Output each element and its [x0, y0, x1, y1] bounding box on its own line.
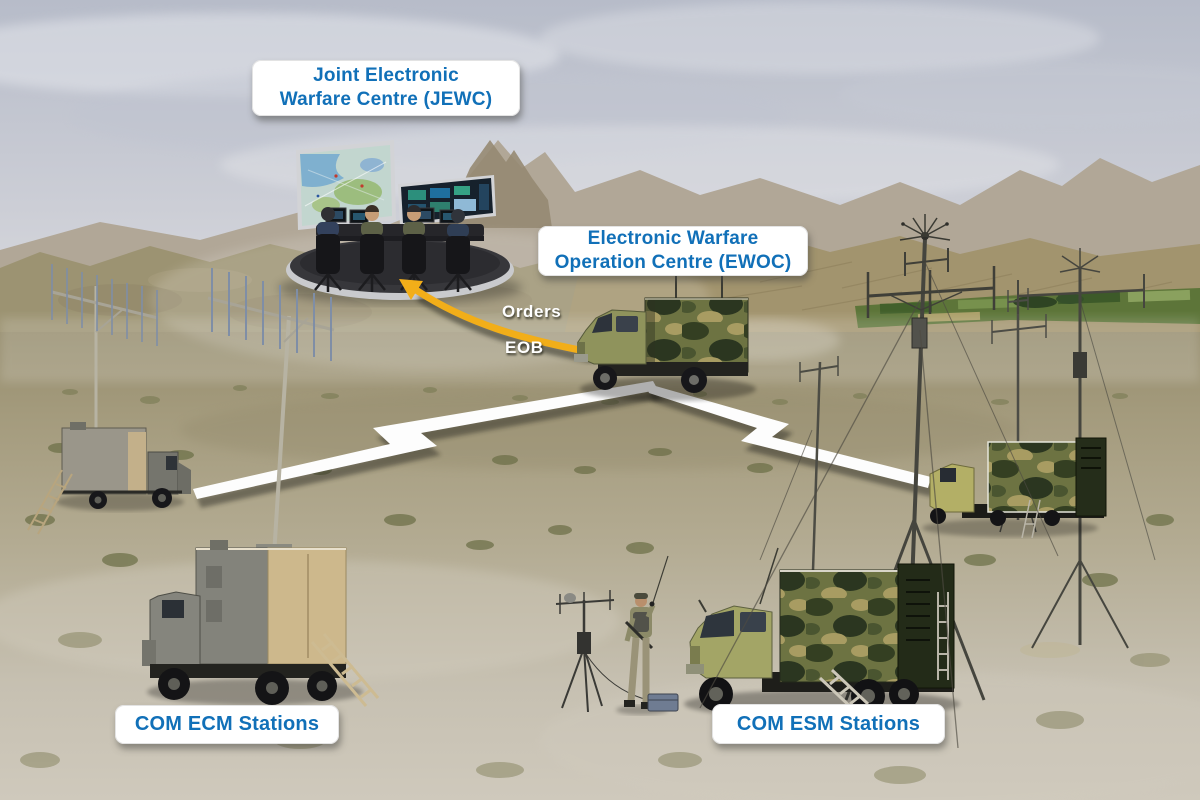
guy-wires: [699, 261, 1059, 749]
esm-truck-foreground: [684, 547, 960, 718]
side-ladder: [818, 668, 870, 714]
df-tripod-antenna: [555, 590, 649, 713]
ecm-antenna-mast-2: [207, 268, 335, 557]
operator-4: [444, 209, 472, 292]
eob-label: EOB: [505, 338, 544, 357]
helmet: [634, 593, 648, 599]
equipment-case: [647, 693, 679, 712]
scrub-vegetation: [20, 385, 1174, 784]
operator-1: [314, 207, 342, 292]
ecm-truck-2: [142, 540, 380, 707]
ewoc-label: Electronic Warfare Operation Centre (EWO…: [538, 226, 808, 276]
com-esm-label: COM ESM Stations: [712, 704, 945, 744]
esm-truck-distant: [922, 437, 1107, 539]
jewc-command-centre: [278, 140, 522, 304]
lightning-link-ecm-to-ewoc: [193, 381, 662, 508]
operators: [314, 205, 472, 292]
ecm-truck-1: [27, 422, 191, 535]
radio-handset: [649, 601, 655, 607]
access-ladder: [310, 633, 380, 707]
esm-mast-mid: [799, 356, 839, 601]
arrowhead-to-jewc: [399, 279, 423, 300]
df-array-top: [899, 214, 951, 241]
soldier: [616, 555, 669, 715]
lightning-link-ewoc-to-esm: [645, 383, 935, 497]
rear-ladder: [1021, 499, 1041, 539]
dipole-elements: [211, 268, 332, 361]
access-ladder: [27, 469, 73, 535]
jewc-label: Joint Electronic Warfare Centre (JEWC): [252, 60, 520, 116]
vest: [633, 612, 649, 632]
ewoc-truck: [574, 260, 756, 401]
operator-2: [358, 205, 386, 292]
df-array-top: [1059, 248, 1101, 273]
com-ecm-label: COM ECM Stations: [115, 705, 339, 744]
orders-label: Orders: [502, 302, 562, 321]
dipole-elements: [51, 264, 158, 346]
